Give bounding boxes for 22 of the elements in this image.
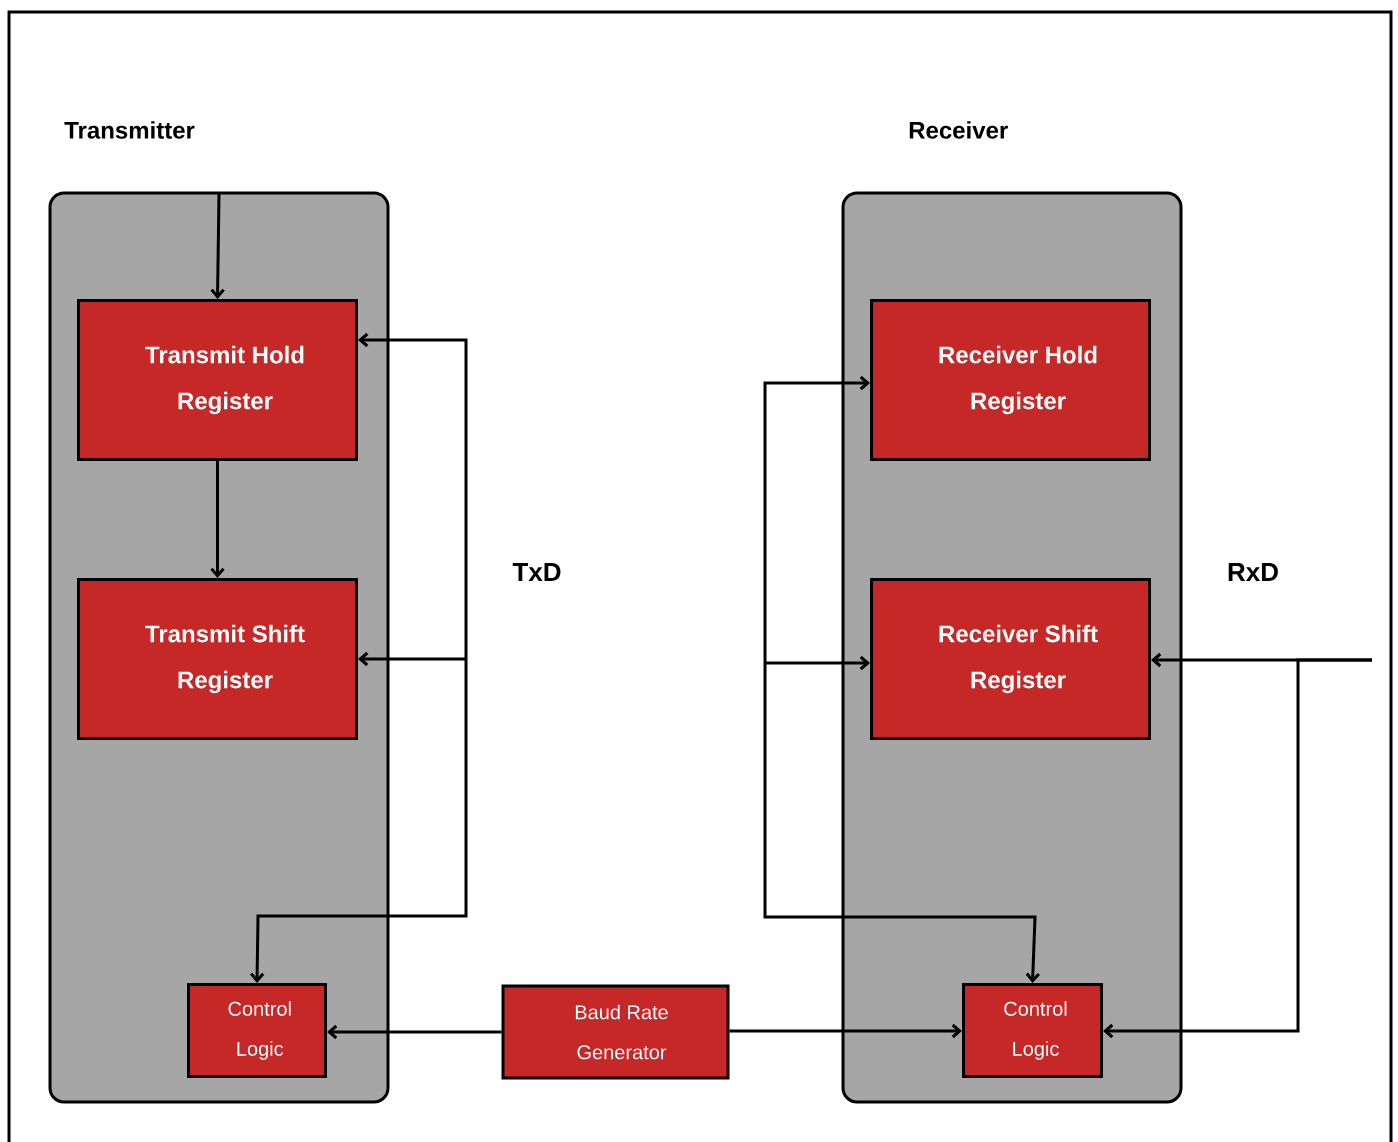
arrow bbox=[210, 461, 225, 578]
arrow bbox=[327, 1024, 502, 1040]
register-box: Transmit Hold Register bbox=[77, 299, 358, 461]
logic-box: Baud Rate Generator bbox=[501, 984, 730, 1080]
logic-box: Control Logic bbox=[962, 983, 1103, 1078]
arrow bbox=[729, 1023, 962, 1039]
arrow bbox=[358, 651, 466, 667]
arrow bbox=[765, 655, 870, 671]
arrow bbox=[763, 663, 1040, 983]
logic-box: Control Logic bbox=[187, 983, 327, 1078]
register-box: Transmit Shift Register bbox=[77, 578, 358, 740]
signal-label: RxD bbox=[1228, 563, 1278, 581]
register-box: Receiver Hold Register bbox=[870, 299, 1151, 461]
arrow bbox=[763, 375, 870, 663]
signal-label: TxD bbox=[512, 563, 561, 581]
panel-heading: Transmitter bbox=[64, 121, 195, 139]
panel-heading: Receiver bbox=[909, 121, 1008, 139]
arrow bbox=[1103, 658, 1372, 1039]
arrow bbox=[250, 659, 468, 983]
arrow bbox=[358, 332, 468, 659]
arrow bbox=[210, 192, 225, 299]
register-box: Receiver Shift Register bbox=[870, 578, 1151, 740]
